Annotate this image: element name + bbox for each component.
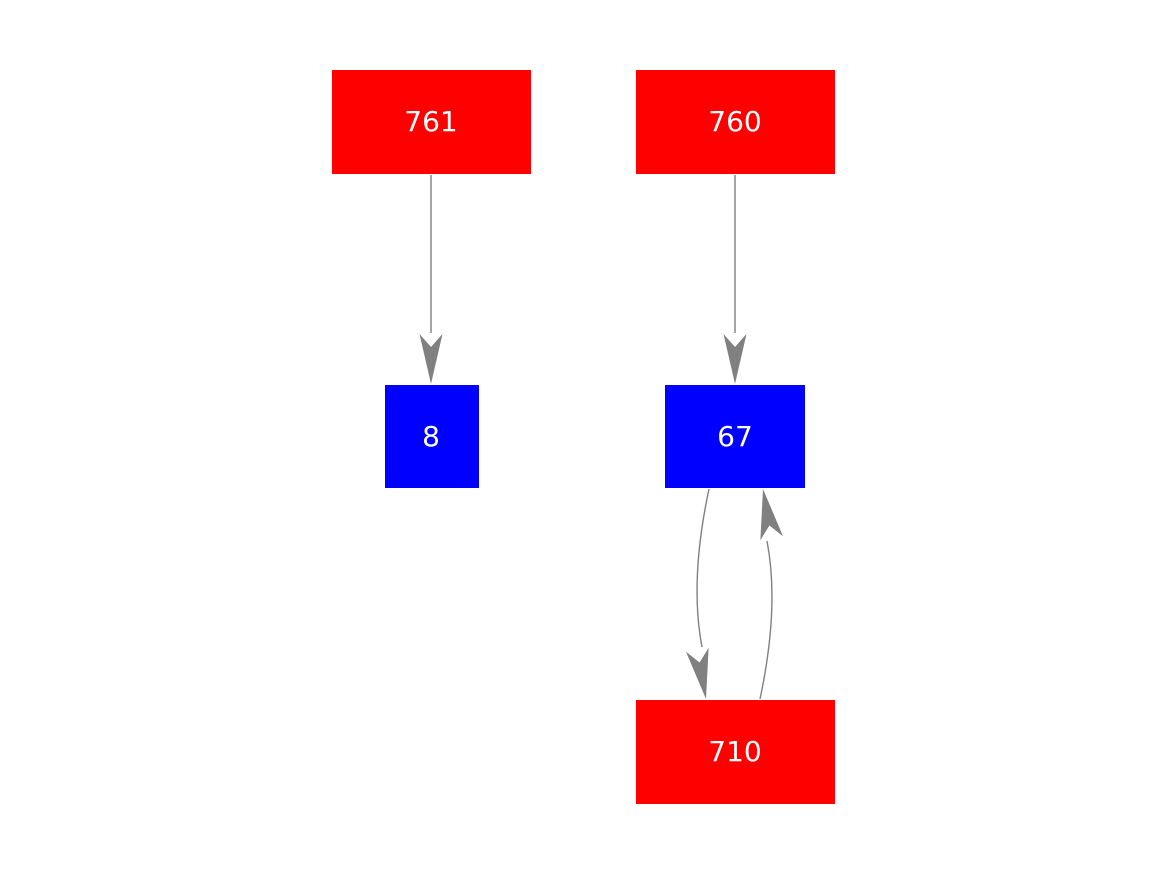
edge-line — [759, 540, 773, 700]
graph-node[interactable]: 760 — [636, 70, 835, 174]
graph-edge[interactable] — [752, 487, 784, 700]
node-box[interactable] — [636, 70, 835, 174]
node-box[interactable] — [385, 385, 479, 488]
graph-edge[interactable] — [723, 175, 747, 384]
edge-arrowhead — [419, 334, 443, 384]
node-box[interactable] — [665, 385, 805, 488]
graph-node[interactable]: 710 — [636, 700, 835, 804]
nodes-layer: 761 760 8 67 710 — [332, 70, 835, 804]
graph-node[interactable]: 8 — [385, 385, 479, 488]
edges-layer — [419, 175, 784, 701]
edge-arrowhead — [685, 647, 709, 699]
node-box[interactable] — [332, 70, 531, 174]
graph-node[interactable]: 761 — [332, 70, 531, 174]
edge-arrowhead — [723, 334, 747, 384]
graph-edge[interactable] — [419, 175, 443, 384]
arrowhead-icon — [685, 647, 709, 699]
graph-node[interactable]: 67 — [665, 385, 805, 488]
arrowhead-icon — [419, 334, 443, 384]
arrowhead-icon — [760, 489, 784, 541]
arrowhead-icon — [723, 334, 747, 384]
node-box[interactable] — [636, 700, 835, 804]
graph-edge[interactable] — [685, 488, 717, 701]
edge-arrowhead — [760, 489, 784, 541]
edge-line — [696, 488, 710, 648]
